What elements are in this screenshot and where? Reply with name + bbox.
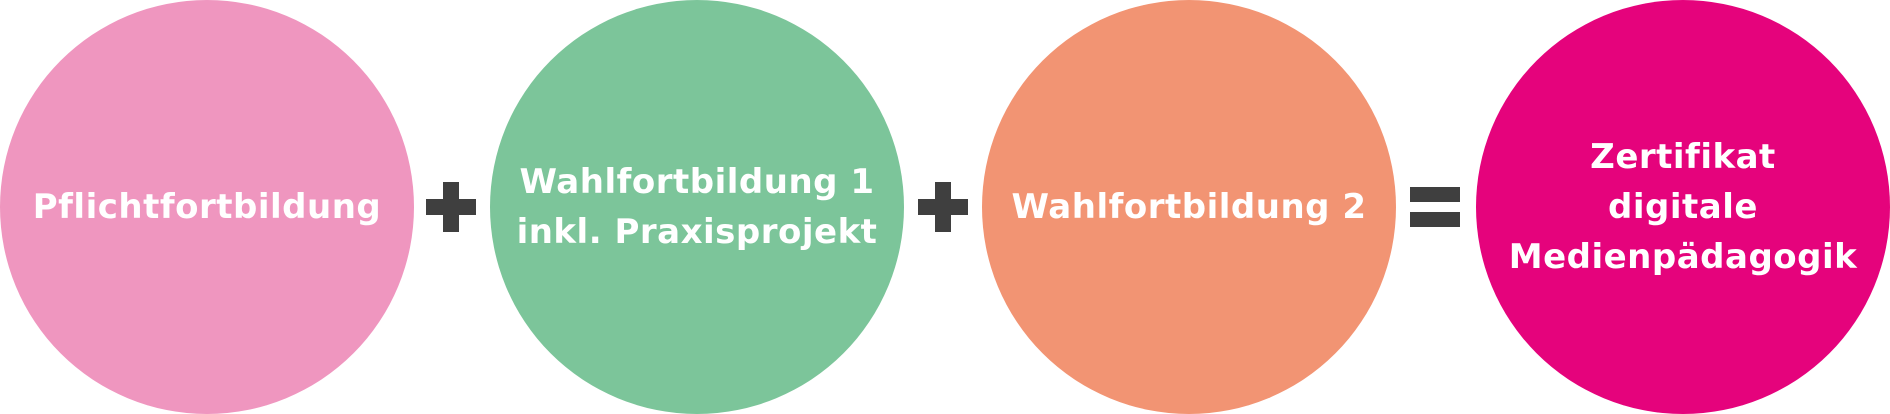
circle-label: Wahlfortbildung 2 — [1011, 187, 1367, 227]
plus-icon — [426, 0, 476, 414]
circle-label: inkl. Praxisprojekt — [516, 212, 878, 252]
plus-icon — [918, 0, 968, 414]
circle-zertifikat: Zertifikat digitale Medienpädagogik — [1476, 0, 1890, 414]
circle-wahlfortbildung-1: Wahlfortbildung 1 inkl. Praxisprojekt — [490, 0, 904, 414]
equals-icon — [1410, 0, 1460, 414]
circle-label: Medienpädagogik — [1508, 237, 1858, 277]
circle-pflichtfortbildung: Pflichtfortbildung — [0, 0, 414, 414]
circle-label: digitale — [1608, 187, 1758, 227]
circle-label: Pflichtfortbildung — [32, 187, 382, 227]
circle-label: Zertifikat — [1590, 137, 1776, 177]
circle-label: Wahlfortbildung 1 — [519, 162, 875, 202]
circle-wahlfortbildung-2: Wahlfortbildung 2 — [982, 0, 1396, 414]
